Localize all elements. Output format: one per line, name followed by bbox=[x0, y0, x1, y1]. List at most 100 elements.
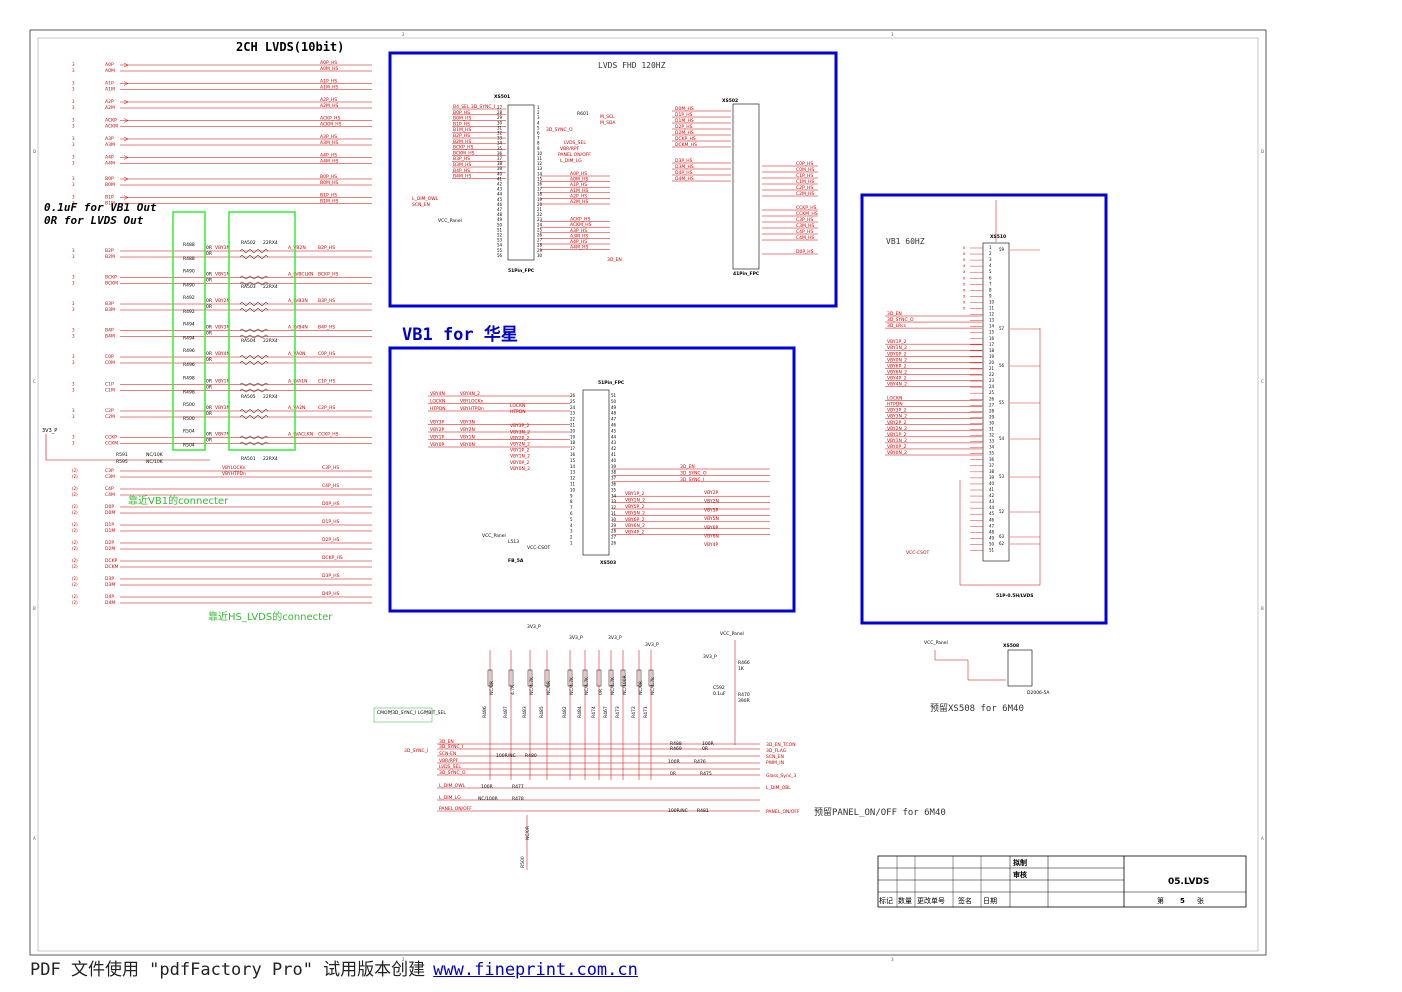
vb1-n-label: BCKM bbox=[105, 281, 118, 287]
res-ref: R482 bbox=[562, 706, 568, 718]
res-ref: R485 bbox=[539, 706, 545, 718]
vb1-vcc-csot: VCC-CSOT bbox=[527, 545, 551, 551]
pin-num: 23 bbox=[989, 378, 995, 383]
pin-num: 40 bbox=[497, 171, 503, 176]
vb60-sig: VBY3N_2 bbox=[887, 414, 907, 420]
pin-num: 34 bbox=[611, 493, 617, 498]
lvds-p-label: B0P bbox=[105, 176, 114, 182]
arrow bbox=[123, 118, 129, 123]
lvds-n-hs: ACKM_HS bbox=[320, 122, 342, 128]
svg-text:A: A bbox=[1261, 836, 1264, 841]
a-label: A_LVACLKN bbox=[288, 432, 313, 438]
pin-num: 39 bbox=[989, 475, 995, 480]
pin-num: 19 bbox=[989, 354, 995, 359]
res-ref: R481 bbox=[697, 808, 709, 814]
res-value: NC/4.7K bbox=[569, 676, 575, 695]
pin-num: 21 bbox=[537, 207, 543, 212]
xs502-ref: XS502 bbox=[722, 98, 738, 104]
pin-num: (2) bbox=[72, 600, 78, 605]
pin-num: (2) bbox=[72, 468, 78, 473]
pin-num: 3 bbox=[72, 68, 75, 73]
fhd-right-sig: A1P_HS bbox=[570, 182, 587, 188]
vb60-sig: VBY4P_2 bbox=[887, 375, 906, 381]
resistor-body bbox=[508, 669, 514, 687]
vb1-left-sig: VBY4N_2 bbox=[460, 391, 480, 397]
vb1-left-sig: VBY1P bbox=[430, 435, 445, 441]
vb1-60-content: XS510 51P-0.5H/LVDS VCC-CSOT 1x2x3x4x5x6… bbox=[885, 200, 1041, 599]
pin-num: 3 bbox=[72, 105, 75, 110]
svg-text:D: D bbox=[1261, 149, 1264, 154]
res-value: 0R bbox=[670, 771, 676, 777]
pin-num: 7 bbox=[570, 505, 573, 510]
arrow bbox=[123, 99, 129, 105]
vb1-right-sig: VBY5P_2 bbox=[625, 504, 644, 510]
mid-right-sig: L_DIM_OBL bbox=[766, 785, 791, 791]
pin-num: 10 bbox=[570, 487, 576, 492]
xs508-part: D2006-5A bbox=[1027, 690, 1050, 696]
svg-text:D: D bbox=[33, 149, 36, 154]
tb-name: 05.LVDS bbox=[1168, 877, 1209, 887]
pin-num: 36 bbox=[989, 457, 995, 462]
res-value: 0R bbox=[206, 411, 212, 417]
fhd-scn: SCN_EN bbox=[412, 202, 430, 208]
pin-num: 49 bbox=[989, 535, 995, 540]
pin-num: 22 bbox=[989, 372, 995, 377]
pin-num: 28 bbox=[537, 243, 543, 248]
nc10k-b: NC/10K bbox=[146, 459, 164, 465]
pin-num: 1 bbox=[537, 105, 540, 110]
res-value: 0R bbox=[206, 251, 212, 257]
vb60-sig: VBY1N_2 bbox=[887, 345, 907, 351]
lower-n-label: D2M bbox=[105, 546, 115, 552]
res-value: 0R bbox=[206, 331, 212, 337]
pin-num: 17 bbox=[570, 446, 576, 451]
lower-p-label: C4P bbox=[105, 486, 114, 492]
lvds-p-hs: A4P_HS bbox=[320, 153, 337, 159]
vby-label: VBY3N bbox=[215, 325, 230, 331]
pin-num: 24 bbox=[989, 384, 995, 389]
pin-num: 6 bbox=[989, 275, 992, 280]
hs-label: C0P_HS bbox=[318, 351, 335, 357]
vcc-label: VCC_Panel bbox=[720, 631, 744, 637]
cmo-note-box bbox=[373, 707, 433, 723]
pin-num: 46 bbox=[497, 202, 503, 207]
res-value: 0R bbox=[206, 278, 212, 284]
fhd-left-sig: B1P_HS bbox=[453, 121, 470, 127]
pin-num: 1 bbox=[570, 541, 573, 546]
res-ref: R504 bbox=[183, 429, 195, 435]
cap-ref: C592 bbox=[713, 685, 725, 691]
vb1-p-label: C0P bbox=[105, 354, 114, 360]
gnd-pin: 57 bbox=[999, 326, 1005, 331]
pin-num: 40 bbox=[989, 481, 995, 486]
tb-col-4: 日期 bbox=[983, 897, 997, 905]
resistor-body bbox=[608, 669, 614, 687]
lower-p-label: D3P bbox=[105, 576, 114, 582]
r591-label: R591 bbox=[116, 452, 128, 458]
res-value: 0R bbox=[206, 357, 212, 363]
cmo-note: CMO时3D_SYNC_I LG时BIT_SEL bbox=[377, 709, 446, 716]
pin-num: 5 bbox=[570, 517, 573, 522]
pin-num: 30 bbox=[537, 253, 543, 258]
xs508-group: VCC_Panel XS508 D2006-5A 预留XS508 for 6M4… bbox=[924, 640, 1050, 714]
res-array-glyph bbox=[239, 382, 269, 387]
pin-num: 9 bbox=[570, 493, 573, 498]
gnd-pin: 55 bbox=[999, 400, 1005, 405]
xs503-label: 51Pin_FPC bbox=[598, 380, 625, 386]
pin-num: 5 bbox=[537, 125, 540, 130]
pin-num: 54 bbox=[497, 243, 503, 248]
pin-num: 26 bbox=[537, 233, 543, 238]
lvds-heading: 2CH LVDS(10bit) bbox=[236, 40, 344, 54]
arrow bbox=[123, 176, 129, 182]
vb1-mid-sig: VBY3P_2 bbox=[510, 423, 529, 429]
mid-right-sig: Glass_Sync_3 bbox=[766, 773, 797, 779]
lvds-n-hs: A1M_HS bbox=[320, 85, 338, 91]
vb1-left-sig: VBY0P bbox=[430, 442, 445, 448]
vb1-far-right: VBY4P bbox=[704, 542, 719, 548]
res-array-glyph bbox=[239, 255, 269, 259]
vb1-p-label: B2P bbox=[105, 248, 114, 254]
pin-num: 3 bbox=[72, 360, 75, 365]
pin-num: 12 bbox=[989, 312, 995, 317]
gnd-pin: 63 bbox=[999, 534, 1005, 539]
pin-num: 48 bbox=[611, 411, 617, 416]
footer-link[interactable]: www.fineprint.com.cn bbox=[433, 960, 638, 980]
